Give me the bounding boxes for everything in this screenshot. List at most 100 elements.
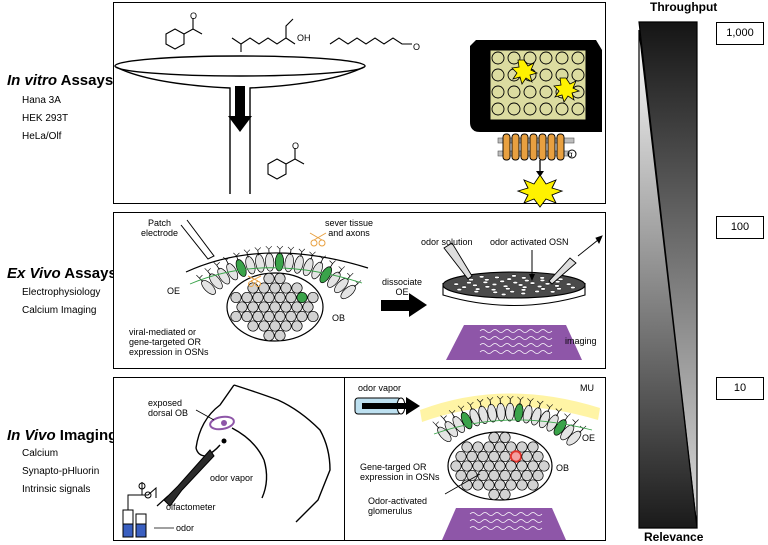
cilia bbox=[301, 248, 306, 253]
imaging-wave bbox=[479, 336, 553, 340]
mouse-head-drawing bbox=[195, 384, 331, 523]
cilia bbox=[236, 255, 239, 261]
viral-expression-label: viral-mediated or gene-targeted OR expre… bbox=[129, 327, 209, 357]
oh-label: OH bbox=[297, 33, 311, 43]
exvivo-list: Electrophysiology Calcium Imaging bbox=[22, 284, 100, 320]
cilia bbox=[443, 415, 447, 419]
glomerulus bbox=[285, 291, 297, 304]
cilia bbox=[204, 268, 208, 272]
dissociated-cell bbox=[537, 285, 543, 288]
glomerulus bbox=[274, 310, 286, 323]
glomerulus bbox=[285, 310, 297, 323]
cilia bbox=[289, 249, 292, 255]
throughput-tick-100: 100 bbox=[716, 216, 764, 239]
glomerulus bbox=[488, 431, 500, 444]
o-label: O bbox=[292, 141, 300, 151]
imaging-objective-exvivo bbox=[446, 325, 582, 360]
cilia bbox=[510, 395, 514, 400]
imaging-wave bbox=[479, 329, 553, 333]
ob-leader-line bbox=[195, 409, 215, 421]
glomerulus bbox=[521, 450, 533, 463]
odor-vapor-label-right: odor vapor bbox=[358, 383, 402, 393]
odor-activated-osn-label: odor activated OSN bbox=[490, 237, 569, 247]
olfactory-bulb-exvivo bbox=[226, 272, 324, 342]
dissociated-cell bbox=[539, 279, 546, 282]
exposed-ob-label: exposed dorsal OB bbox=[148, 398, 189, 418]
glomerulus bbox=[538, 460, 550, 472]
cilia bbox=[496, 395, 501, 400]
dissociated-cell bbox=[484, 278, 490, 282]
plate-well bbox=[571, 102, 585, 116]
receptor-helix bbox=[538, 133, 547, 161]
cilia bbox=[507, 395, 511, 400]
dissociated-cell bbox=[461, 285, 467, 289]
dissociated-cell bbox=[482, 280, 488, 284]
cilia bbox=[582, 425, 587, 430]
glomerulus bbox=[241, 291, 253, 304]
cilia bbox=[290, 246, 295, 251]
down-arrow bbox=[228, 86, 252, 132]
cilia bbox=[329, 263, 333, 269]
scissors-icon bbox=[247, 275, 262, 287]
cilia bbox=[579, 428, 584, 433]
cilia bbox=[527, 398, 531, 402]
odor-vapor-label: odor vapor bbox=[210, 473, 254, 483]
imaging-wave bbox=[469, 526, 543, 530]
petri-dish bbox=[442, 271, 586, 306]
patch-electrode-label: Patch electrode bbox=[141, 218, 179, 238]
cilia bbox=[448, 410, 453, 414]
list-item: Intrinsic signals bbox=[22, 484, 91, 495]
acetophenone-molecule-top bbox=[165, 18, 203, 50]
dissociated-cell bbox=[558, 277, 564, 281]
cilia bbox=[519, 399, 521, 405]
glomerulus bbox=[252, 310, 264, 323]
cilia bbox=[575, 419, 579, 423]
acetophenone-molecule-bottom bbox=[267, 148, 305, 180]
cilia bbox=[528, 401, 531, 407]
cilia bbox=[199, 274, 203, 279]
plate-well bbox=[491, 102, 505, 116]
oe-label: OE bbox=[167, 286, 181, 296]
glomerulus bbox=[241, 310, 253, 323]
cilia bbox=[216, 265, 220, 270]
glomerulus bbox=[258, 282, 270, 294]
receptor-helix bbox=[502, 133, 511, 161]
cilia bbox=[350, 272, 354, 277]
glomerulus bbox=[291, 301, 303, 313]
osn-pointer-arrow bbox=[529, 250, 535, 281]
glomerulus bbox=[280, 320, 292, 332]
cilia bbox=[207, 271, 212, 276]
dissociated-cell bbox=[490, 288, 497, 292]
dissociated-cell bbox=[556, 287, 562, 291]
glomerulus bbox=[247, 301, 259, 313]
cilia bbox=[443, 418, 447, 423]
glomerulus bbox=[494, 460, 506, 472]
imaging-label: imaging bbox=[565, 336, 597, 346]
glomerulus bbox=[477, 469, 489, 482]
alpha-label: α bbox=[568, 150, 573, 159]
glomerulus bbox=[455, 469, 467, 482]
cilia bbox=[320, 258, 324, 264]
cilia bbox=[353, 283, 359, 287]
plate-well bbox=[523, 85, 537, 99]
dissociated-cell bbox=[453, 282, 459, 286]
glomerulus bbox=[280, 282, 292, 294]
glomerulus bbox=[296, 310, 308, 323]
cilia bbox=[279, 245, 284, 250]
dissociated-cell bbox=[566, 282, 572, 286]
cilia bbox=[499, 395, 504, 400]
glomerulus bbox=[516, 479, 528, 491]
receptor-helix bbox=[511, 133, 520, 161]
o-label: O bbox=[190, 11, 198, 21]
cilia bbox=[432, 421, 436, 425]
cilia bbox=[470, 404, 473, 410]
cilia bbox=[338, 269, 343, 274]
glomerulus bbox=[527, 460, 539, 472]
dissociated-cell bbox=[529, 281, 536, 285]
osn-cell bbox=[284, 253, 294, 273]
dissociated-cell bbox=[554, 284, 560, 288]
cilia bbox=[322, 255, 326, 259]
glomerulus bbox=[488, 450, 500, 463]
odor-vapor-tube bbox=[354, 397, 420, 415]
